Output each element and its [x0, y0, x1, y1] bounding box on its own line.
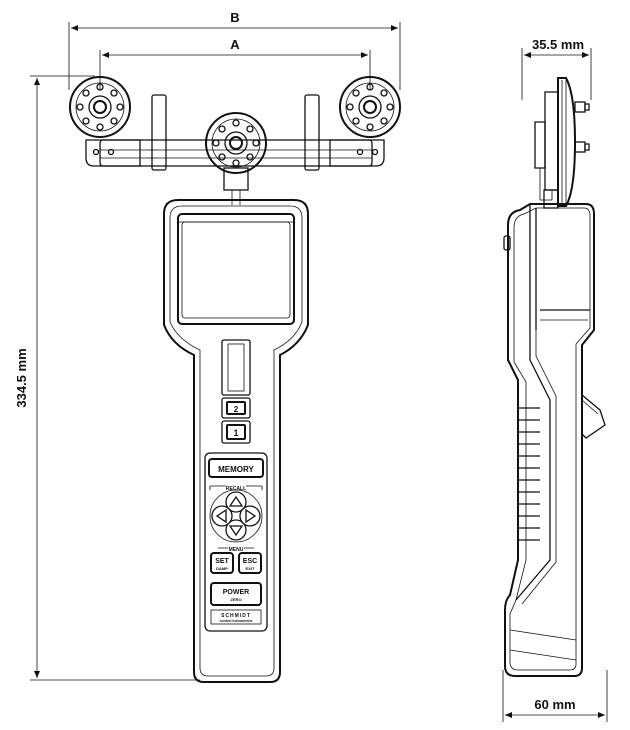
brand-plate: SCHMIDT control instruments — [210, 609, 262, 625]
roller-right — [339, 76, 401, 138]
device-body-front — [163, 199, 309, 683]
set-button-sublabel: DAMP — [216, 566, 228, 571]
keys-top: 2 1 — [221, 397, 251, 444]
sensor-window — [221, 339, 251, 396]
dimension-a: A — [99, 37, 371, 90]
navigation-pad[interactable] — [209, 489, 263, 543]
keypad-panel — [204, 452, 268, 632]
esc-button-label: ESC — [243, 558, 257, 565]
dimension-height-label: 334.5 mm — [14, 348, 29, 407]
arrow-up-icon[interactable] — [225, 491, 247, 513]
roller-left — [69, 76, 131, 138]
arrow-right-icon[interactable] — [239, 505, 261, 527]
arrow-left-icon[interactable] — [211, 505, 233, 527]
brand-name: SCHMIDT — [221, 613, 251, 619]
side-roller-head — [534, 77, 590, 209]
dimension-b-label: B — [230, 10, 239, 25]
roller-center — [205, 112, 267, 174]
power-button-sublabel: ZERO — [230, 597, 241, 602]
menu-label: MENU — [229, 547, 244, 553]
key-2-label: 2 — [234, 405, 239, 414]
roller-head-front — [85, 94, 385, 205]
brand-sub: control instruments — [220, 619, 253, 623]
power-button[interactable]: POWER ZERO — [210, 582, 262, 606]
power-button-label: POWER — [223, 589, 249, 596]
set-button[interactable]: SET DAMP — [210, 552, 234, 574]
dimension-depth: 35.5 mm — [521, 37, 592, 100]
dimension-height: 334.5 mm — [14, 75, 200, 681]
set-button-label: SET — [215, 558, 229, 565]
dimension-base: 60 mm — [502, 670, 608, 722]
key-1-label: 1 — [233, 428, 238, 438]
arrow-down-icon[interactable] — [225, 519, 247, 541]
device-body-side — [503, 203, 606, 677]
grip-ridges — [518, 407, 540, 541]
dimension-a-label: A — [230, 37, 240, 52]
dimension-base-label: 60 mm — [534, 697, 575, 712]
esc-button[interactable]: ESC EXIT — [238, 552, 262, 574]
display-screen — [177, 213, 295, 325]
dimension-b: B — [68, 10, 401, 90]
dimension-depth-label: 35.5 mm — [532, 37, 584, 52]
esc-button-sublabel: EXIT — [246, 566, 255, 571]
recall-label: RECALL — [226, 486, 246, 492]
memory-button[interactable]: MEMORY — [208, 458, 264, 478]
memory-button-label: MEMORY — [218, 465, 254, 474]
